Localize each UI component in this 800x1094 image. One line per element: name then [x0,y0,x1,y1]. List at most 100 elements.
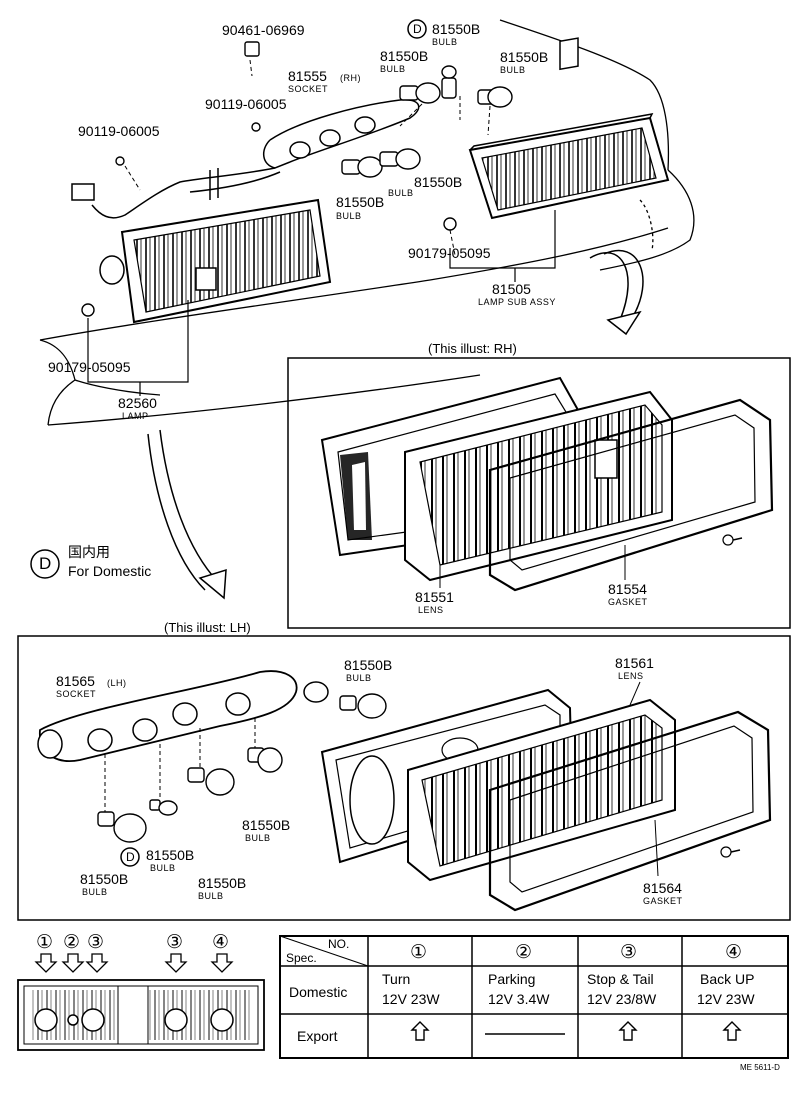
svg-text:LAMP: LAMP [122,411,149,421]
bulb-lh-3 [187,767,235,796]
domestic-mark-bottom: D [126,850,135,864]
bulb-lh-4 [97,811,147,843]
lamp-position-diagram [17,953,265,1051]
export-symbols [410,1021,742,1041]
position-marker-3a: ③ [87,932,104,953]
svg-text:12V 23W: 12V 23W [697,991,755,1007]
rh-illustration-frame [287,357,791,629]
part-81550b-label-8: 81550B [146,847,194,863]
legend-d-mark: D [39,554,51,573]
svg-text:BULB: BULB [388,188,414,198]
part-81550b-label-6: 81550B [344,657,392,673]
part-81550b-label-2: 81550B [380,48,428,64]
svg-text:Turn: Turn [382,971,410,987]
bulb-top-4 [341,156,383,178]
part-81550b-label-4: 81550B [414,174,462,190]
part-81554-label: 81554 [608,581,647,597]
svg-text:12V 23/8W: 12V 23/8W [587,991,657,1007]
domestic-markers [30,19,427,867]
table-corner-bottom: Spec. [286,951,317,965]
part-81550b-label-9: 81550B [80,871,128,887]
svg-text:Back UP: Back UP [700,971,754,987]
row-label-export: Export [297,1028,338,1044]
guide-lines-top [124,59,491,256]
svg-text:LENS: LENS [618,671,644,681]
table-col-1: ① [410,942,427,963]
spec-table-grid [279,935,789,1059]
reference-code: ME 5611-D [740,1063,780,1072]
svg-text:Parking: Parking [488,971,535,987]
svg-text:GASKET: GASKET [608,597,648,607]
nut-top-1 [443,217,457,231]
bulb-top-2 [441,65,457,99]
table-corner-top: NO. [328,937,349,951]
nut-top-2 [81,303,95,317]
rh-exploded-view [320,376,774,592]
svg-text:LAMP SUB ASSY: LAMP SUB ASSY [478,297,556,307]
part-90179-label-a: 90179-05095 [408,245,491,261]
screw-top-1 [251,122,261,132]
part-81505-label: 81505 [492,281,531,297]
part-90179-label-b: 90179-05095 [48,359,131,375]
svg-text:BULB: BULB [198,891,224,901]
svg-text:BULB: BULB [336,211,362,221]
part-90119-label-a: 90119-06005 [205,96,287,112]
svg-text:SOCKET: SOCKET [288,84,328,94]
table-col-4: ④ [725,942,742,963]
labels: 90461-06969 D 81550B BULB 81550B BULB 81… [36,21,780,1072]
illust-rh-caption: (This illust: RH) [428,341,517,356]
part-90461-label: 90461-06969 [222,22,305,38]
up-arrow-icon [618,1021,638,1041]
lh-lamp-housing [99,198,332,324]
lh-illustration-frame [17,635,791,921]
svg-text:Stop & Tail: Stop & Tail [587,971,654,987]
svg-text:(RH): (RH) [340,73,361,83]
bulbs-top [81,41,513,317]
part-81561-label: 81561 [615,655,654,671]
svg-text:BULB: BULB [82,887,108,897]
lh-exploded-view [37,670,772,912]
svg-text:12V 3.4W: 12V 3.4W [488,991,550,1007]
table-col-2: ② [515,942,532,963]
svg-text:BULB: BULB [432,37,458,47]
svg-text:LENS: LENS [418,605,444,615]
svg-text:(LH): (LH) [107,678,127,688]
position-marker-1: ① [36,932,53,953]
part-81565-label: 81565 [56,673,95,689]
part-82560-label: 82560 [118,395,157,411]
bulb-top-3 [477,86,513,108]
svg-text:GASKET: GASKET [643,896,683,906]
bulb-top-5 [379,148,421,170]
position-marker-2: ② [63,932,80,953]
part-81550b-label-3: 81550B [500,49,548,65]
bulb-lh-5 [149,799,178,816]
part-81564-label: 81564 [643,880,682,896]
svg-text:BULB: BULB [245,833,271,843]
part-81550b-label-10: 81550B [198,875,246,891]
vehicle-body-outline [39,19,695,426]
svg-text:BULB: BULB [346,673,372,683]
legend-japanese: 国内用 [68,544,110,560]
part-81550b-label-7: 81550B [242,817,290,833]
position-marker-4: ④ [212,932,229,953]
socket-harness-rh [71,99,420,219]
up-arrow-icon [410,1021,430,1041]
svg-text:12V 23W: 12V 23W [382,991,440,1007]
svg-text:BULB: BULB [380,64,406,74]
curved-arrows [147,249,644,600]
part-81550b-label-1: 81550B [432,21,480,37]
bracket-90461 [244,41,260,57]
legend-english: For Domestic [68,563,151,579]
up-arrow-icon [722,1021,742,1041]
svg-text:BULB: BULB [150,863,176,873]
table-col-3: ③ [620,942,637,963]
part-90119-label-b: 90119-06005 [78,123,160,139]
bulb-lh-2 [247,747,283,773]
part-81550b-label-5: 81550B [336,194,384,210]
bulb-lh-1 [339,693,387,719]
part-81555-label: 81555 [288,68,327,84]
leader-lines-top [87,210,556,396]
bulb-top-1 [399,82,441,104]
illust-lh-caption: (This illust: LH) [164,620,251,635]
domestic-mark-top: D [413,22,422,36]
